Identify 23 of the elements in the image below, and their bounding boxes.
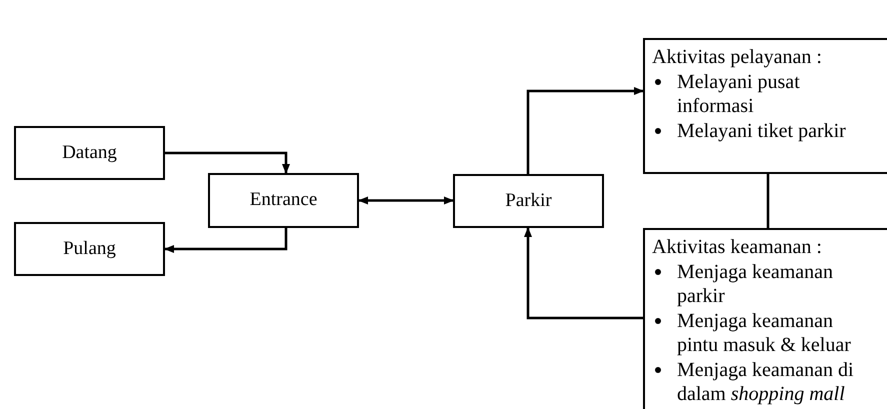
box-heading: Aktivitas keamanan :: [652, 235, 822, 260]
activity-box: [643, 228, 887, 409]
process-box: [453, 174, 604, 228]
arrow: [524, 227, 643, 320]
box-label: Datang: [62, 140, 117, 165]
process-box: [208, 173, 359, 228]
arrow: [164, 228, 288, 253]
list-item: Melayani tiket parkir: [677, 118, 847, 143]
box-label: Entrance: [250, 188, 318, 212]
box-label: Pulang: [63, 236, 116, 261]
arrow: [165, 152, 290, 174]
box-label: Parkir: [505, 188, 552, 213]
list-item: Menjaga keamanan parkir: [677, 260, 834, 308]
box-heading: Aktivitas pelayanan :: [652, 45, 822, 70]
activity-box: [643, 38, 887, 174]
list-item: Menjaga keamanan pintu masuk & keluar: [677, 308, 852, 358]
arrow: [358, 196, 454, 204]
connector-line: [766, 174, 770, 228]
arrow: [526, 87, 644, 174]
process-box: [14, 126, 165, 180]
process-box: [14, 222, 165, 276]
list-item: Melayani pusat informasi: [677, 70, 801, 118]
list-item: Menjaga keamanan di dalam shopping mall: [677, 358, 855, 406]
